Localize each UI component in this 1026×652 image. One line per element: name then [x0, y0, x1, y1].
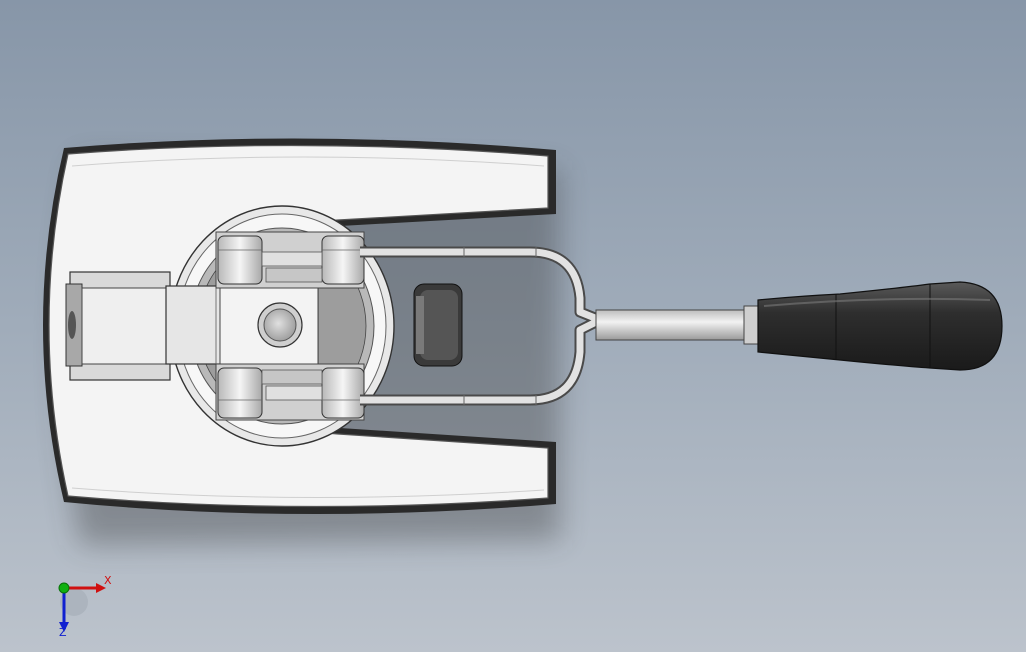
upper-hinge[interactable] [215, 231, 365, 289]
z-axis-arrow-head [59, 622, 69, 632]
lower-hinge[interactable] [215, 363, 365, 421]
triad-shadow [60, 588, 88, 616]
detent-cap[interactable] [413, 283, 463, 367]
rear-block[interactable] [65, 271, 171, 381]
z-axis-label: Z [59, 626, 67, 636]
x-axis-label: X [104, 574, 112, 587]
handle-knob[interactable] [757, 281, 1003, 371]
pivot-yoke[interactable] [165, 285, 319, 365]
y-axis-dot [58, 582, 70, 594]
orientation-triad: X Z [58, 574, 112, 636]
lever-shaft[interactable] [595, 305, 759, 345]
x-axis-arrow-head [96, 583, 106, 593]
base-plate[interactable] [43, 138, 556, 515]
